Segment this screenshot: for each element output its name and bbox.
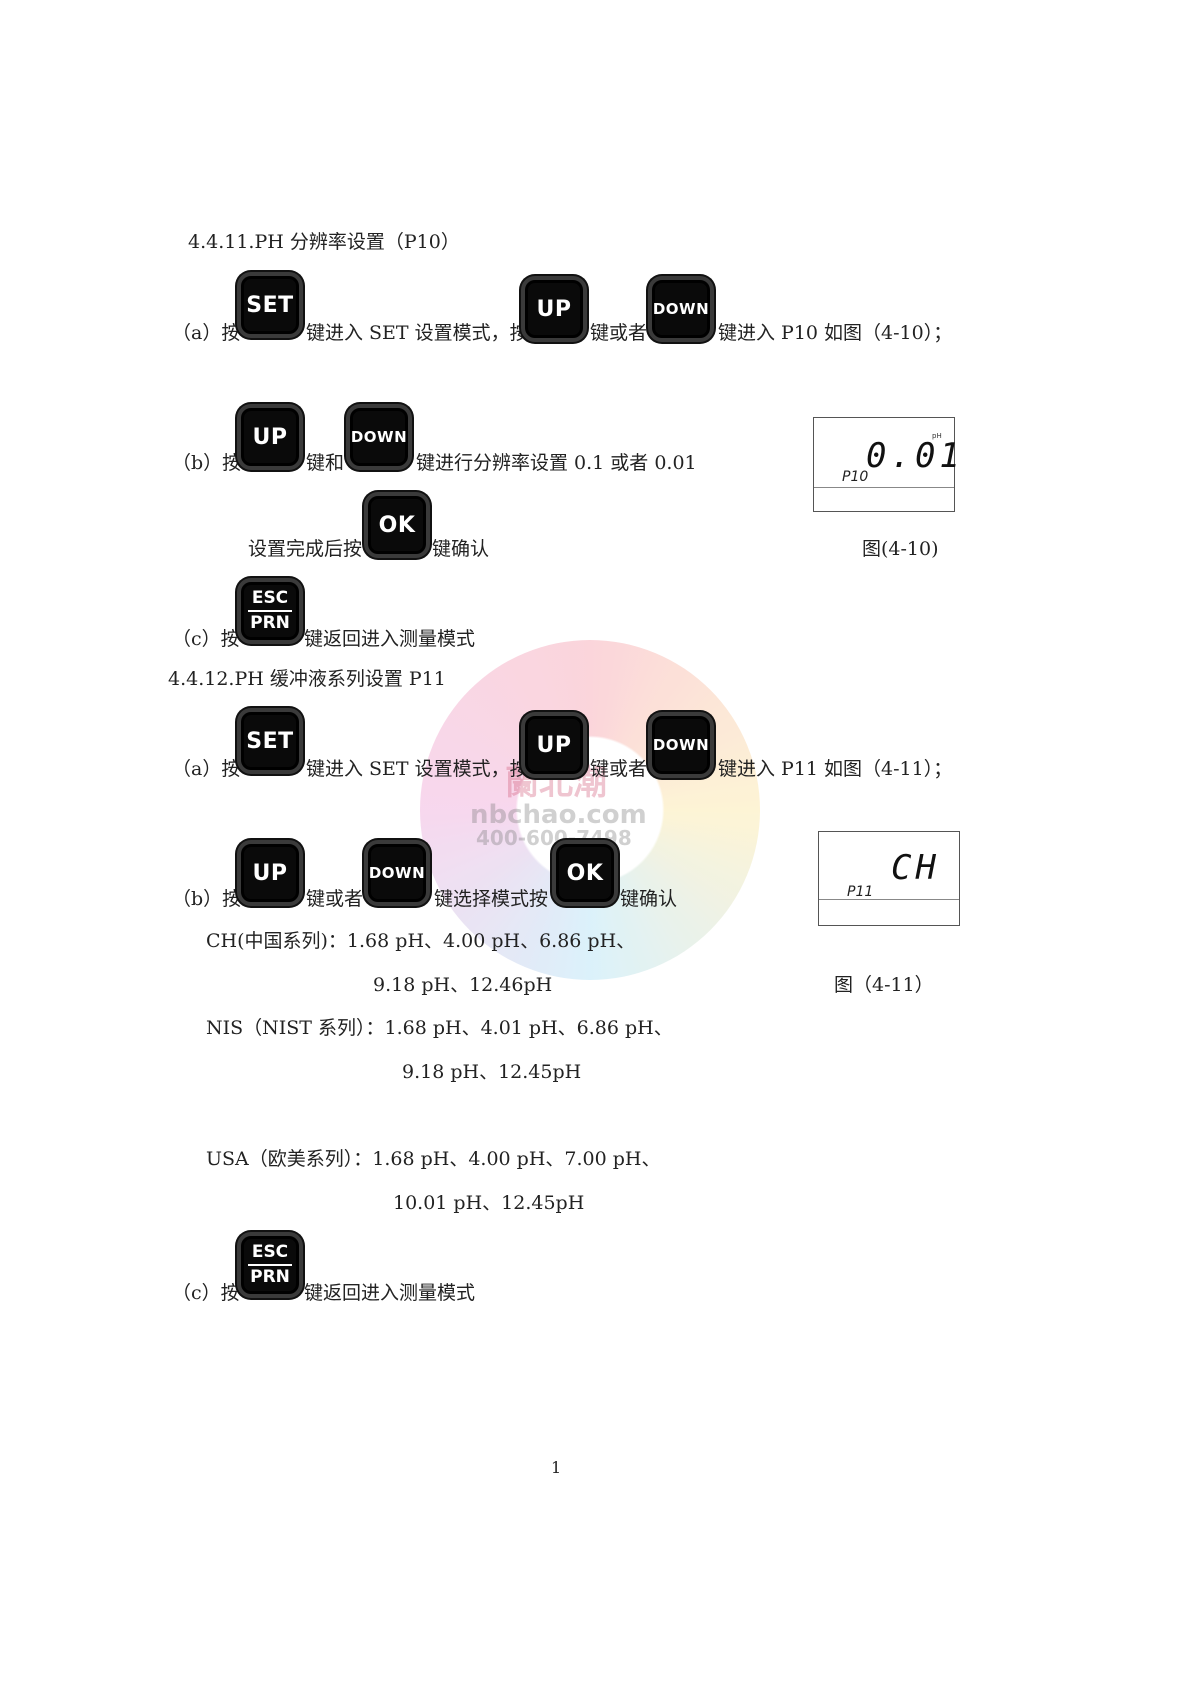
- up-key-label: UP: [252, 860, 288, 886]
- step-a-text3: 键进入 P10 如图（4-10）；: [718, 322, 953, 344]
- set-key-label: SET: [246, 292, 294, 318]
- lcd-code: P11: [847, 884, 874, 900]
- step-b-text2: 键选择模式按: [434, 888, 549, 910]
- prn-label: PRN: [250, 1267, 290, 1287]
- esc-prn-divider: [248, 1264, 292, 1266]
- step-b-text3: 键确认: [620, 888, 678, 910]
- prn-label: PRN: [250, 613, 290, 633]
- step-b-text2: 键进行分辨率设置 0.1 或者 0.01: [416, 452, 697, 474]
- step-b-text1: 键或者: [306, 888, 364, 910]
- down-key-icon: DOWN: [364, 840, 430, 906]
- step-a-text2: 键或者: [590, 322, 648, 344]
- ok-key-label: OK: [566, 860, 604, 886]
- ok-key-icon: OK: [552, 840, 618, 906]
- ok-key-label: OK: [378, 512, 416, 538]
- step-c-text: 键返回进入测量模式: [304, 628, 476, 650]
- step-b-text1: 键和: [306, 452, 345, 474]
- up-key-icon: UP: [237, 840, 303, 906]
- down-key-label: DOWN: [350, 428, 408, 446]
- down-key-icon: DOWN: [648, 276, 714, 342]
- page-number: 1: [551, 1458, 562, 1477]
- lcd-divider: [819, 899, 959, 900]
- lcd-value: CH: [891, 848, 940, 888]
- step-c-prefix: （c）按: [172, 1282, 240, 1304]
- section-heading-p10: 4.4.11.PH 分辨率设置（P10）: [188, 231, 460, 253]
- set-key-label: SET: [246, 728, 294, 754]
- buffer-ch-line2: 9.18 pH、12.46pH: [373, 974, 553, 996]
- down-key-label: DOWN: [652, 300, 710, 318]
- ok-key-icon: OK: [364, 492, 430, 558]
- down-key-label: DOWN: [368, 864, 426, 882]
- down-key-icon: DOWN: [346, 404, 412, 470]
- buffer-nis-line1: NIS（NIST 系列）：1.68 pH、4.01 pH、6.86 pH、: [206, 1017, 673, 1039]
- figure-caption-4-10: 图(4-10): [862, 538, 939, 560]
- watermark-site: nbchao.com: [470, 800, 647, 830]
- step-a-text3: 键进入 P11 如图（4-11）；: [718, 758, 953, 780]
- step-b-confirm-suffix: 键确认: [432, 538, 490, 560]
- esc-label: ESC: [251, 1242, 289, 1262]
- lcd-divider: [814, 487, 954, 488]
- down-key-icon: DOWN: [648, 712, 714, 778]
- set-key-icon: SET: [237, 272, 303, 338]
- figure-caption-4-11: 图（4-11）: [834, 974, 934, 996]
- up-key-label: UP: [252, 424, 288, 450]
- step-a-text2: 键或者: [590, 758, 648, 780]
- up-key-label: UP: [536, 296, 572, 322]
- up-key-icon: UP: [521, 712, 587, 778]
- buffer-usa-line2: 10.01 pH、12.45pH: [393, 1192, 585, 1214]
- buffer-nis-line2: 9.18 pH、12.45pH: [402, 1061, 582, 1083]
- step-a-text1: 键进入 SET 设置模式，按: [306, 758, 529, 780]
- esc-prn-key-icon: ESC PRN: [237, 578, 303, 644]
- step-a-prefix: （a）按: [172, 758, 241, 780]
- down-key-label: DOWN: [652, 736, 710, 754]
- step-b-prefix: （b）按: [172, 452, 242, 474]
- lcd-figure-p11: CH P11: [818, 831, 960, 926]
- buffer-ch-line1: CH(中国系列)：1.68 pH、4.00 pH、6.86 pH、: [206, 930, 636, 952]
- esc-label: ESC: [251, 588, 289, 608]
- up-key-icon: UP: [237, 404, 303, 470]
- step-b-confirm-prefix: 设置完成后按: [248, 538, 363, 560]
- esc-prn-key-icon: ESC PRN: [237, 1232, 303, 1298]
- lcd-value: 0.01: [866, 436, 964, 476]
- step-a-text1: 键进入 SET 设置模式，按: [306, 322, 529, 344]
- section-heading-p11: 4.4.12.PH 缓冲液系列设置 P11: [168, 668, 446, 690]
- lcd-figure-p10: 0.01 pH P10: [813, 417, 960, 512]
- step-c-text: 键返回进入测量模式: [304, 1282, 476, 1304]
- set-key-icon: SET: [237, 708, 303, 774]
- step-b-prefix: （b）按: [172, 888, 242, 910]
- up-key-icon: UP: [521, 276, 587, 342]
- step-c-prefix: （c）按: [172, 628, 240, 650]
- watermark-logo: [420, 640, 760, 980]
- step-a-prefix: （a）按: [172, 322, 241, 344]
- lcd-code: P10: [842, 469, 869, 485]
- esc-prn-divider: [248, 610, 292, 612]
- lcd-unit: pH: [932, 432, 942, 440]
- buffer-usa-line1: USA（欧美系列）：1.68 pH、4.00 pH、7.00 pH、: [206, 1148, 661, 1170]
- up-key-label: UP: [536, 732, 572, 758]
